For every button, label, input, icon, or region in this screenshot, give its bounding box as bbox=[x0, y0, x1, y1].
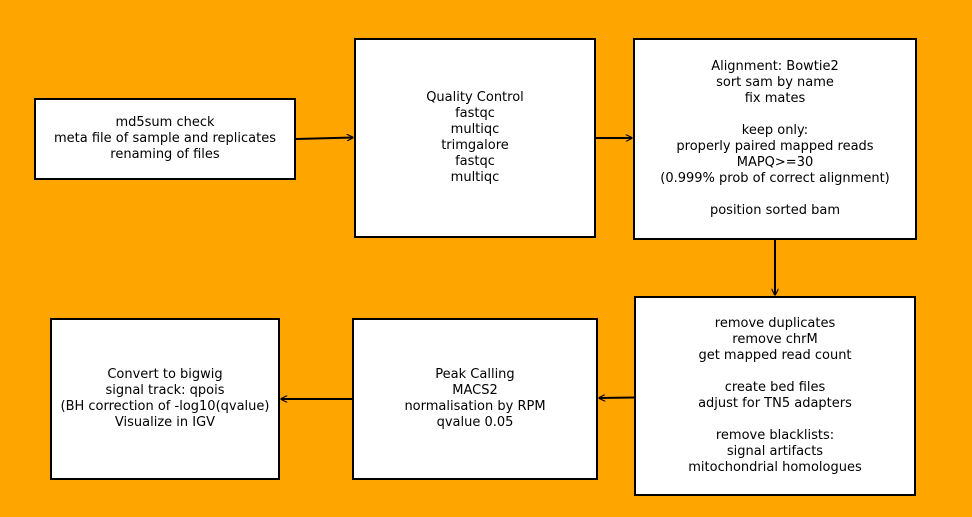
box-text-line: Convert to bigwig bbox=[107, 367, 223, 382]
box-text-line: sort sam by name bbox=[716, 75, 834, 90]
box-text-line: adjust for TN5 adapters bbox=[698, 396, 852, 411]
box-text-line: Alignment: Bowtie2 bbox=[711, 59, 839, 74]
arrow-md5-to-qc bbox=[295, 138, 353, 140]
box-text-line: mitochondrial homologues bbox=[688, 460, 862, 475]
box-text-line: multiqc bbox=[450, 122, 500, 137]
box-text-line: (BH correction of -log10(qvalue) bbox=[60, 399, 270, 414]
box-text-line: signal artifacts bbox=[726, 444, 824, 459]
arrow-filtering-to-peak-calling bbox=[599, 398, 635, 399]
box-text-line: MACS2 bbox=[452, 383, 498, 398]
box-text-line: remove blacklists: bbox=[715, 428, 835, 443]
box-text-line: trimgalore bbox=[441, 138, 509, 153]
box-text-line: remove duplicates bbox=[714, 316, 836, 331]
box-text-line: renaming of files bbox=[110, 147, 220, 162]
box-text-line: meta file of sample and replicates bbox=[54, 131, 276, 146]
box-text-line: md5sum check bbox=[115, 115, 215, 130]
box-text-line: qvalue 0.05 bbox=[436, 415, 514, 430]
box-text-line: Quality Control bbox=[426, 90, 524, 105]
box-text-line: signal track: qpois bbox=[105, 383, 225, 398]
box-text-line: fix mates bbox=[744, 91, 806, 106]
box-text-line: get mapped read count bbox=[698, 348, 852, 363]
box-text-line: properly paired mapped reads bbox=[676, 139, 874, 154]
box-text-line: Visualize in IGV bbox=[114, 415, 216, 430]
box-text-line: remove chrM bbox=[732, 332, 818, 347]
box-text-line: fastqc bbox=[455, 154, 495, 169]
box-text-line: keep only: bbox=[741, 123, 809, 138]
box-text-line: fastqc bbox=[455, 106, 495, 121]
box-text-line: create bed files bbox=[724, 380, 826, 395]
box-text-line: MAPQ>=30 bbox=[736, 155, 814, 170]
box-text-line: (0.999% prob of correct alignment) bbox=[660, 171, 890, 186]
box-text-line: position sorted bam bbox=[709, 203, 841, 218]
box-text-line: multiqc bbox=[450, 170, 500, 185]
box-text-line: normalisation by RPM bbox=[404, 399, 546, 414]
box-text-line: Peak Calling bbox=[435, 367, 515, 382]
